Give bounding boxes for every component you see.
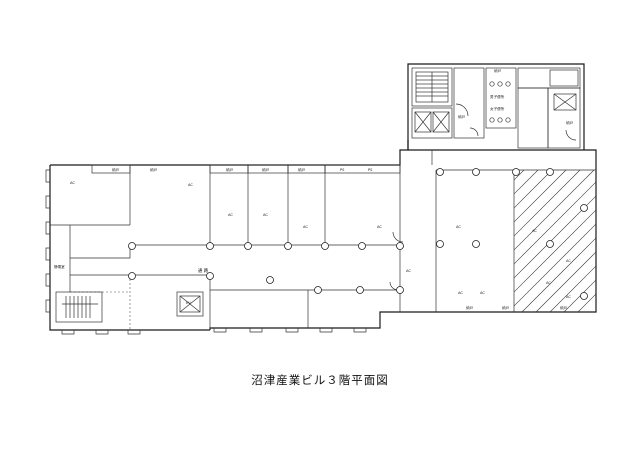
corridor-label: 通 路 bbox=[198, 267, 209, 274]
storage-label: 納戸 bbox=[112, 167, 120, 172]
ac-label: AC bbox=[566, 295, 571, 299]
outer-walls bbox=[45, 63, 597, 335]
storage-label: 納戸 bbox=[560, 305, 568, 310]
storage-label: 納戸 bbox=[458, 114, 466, 119]
plan-caption: 沼津産業ビル３階平面図 bbox=[251, 373, 389, 387]
storage-label: 納戸 bbox=[226, 167, 234, 172]
partitions-east bbox=[399, 150, 596, 312]
ev-label: EV bbox=[186, 301, 191, 305]
north-core bbox=[411, 67, 581, 149]
ac-label: AC bbox=[406, 269, 411, 273]
ac-label: AC bbox=[228, 213, 233, 217]
storage-label: 納戸 bbox=[150, 167, 158, 172]
storage-label: 納戸 bbox=[566, 120, 574, 125]
ac-label: AC bbox=[480, 291, 485, 295]
storage-label: 納戸 bbox=[494, 68, 502, 73]
storage-label: 納戸 bbox=[502, 305, 510, 310]
column-icon bbox=[128, 168, 588, 300]
partitions-west bbox=[50, 164, 401, 330]
ps-label: PS bbox=[368, 168, 373, 172]
ac-label: AC bbox=[546, 281, 551, 285]
ac-label: AC bbox=[70, 181, 75, 185]
elevator-icon bbox=[179, 93, 577, 313]
ac-label: AC bbox=[532, 229, 537, 233]
ac-label: AC bbox=[188, 183, 193, 187]
hatched-area bbox=[514, 170, 596, 312]
womens-wc-label: 女子便所 bbox=[490, 106, 505, 111]
ac-label: AC bbox=[263, 213, 268, 217]
storage-label: 納戸 bbox=[262, 167, 270, 172]
ac-label: AC bbox=[458, 291, 463, 295]
ac-label: AC bbox=[303, 225, 308, 229]
stair-icon-north bbox=[415, 71, 449, 103]
mens-wc-label: 男子便所 bbox=[490, 94, 505, 99]
storage-label: 納戸 bbox=[466, 305, 474, 310]
toilet-icon bbox=[489, 81, 511, 123]
ac-label: AC bbox=[456, 225, 461, 229]
stair-icon bbox=[62, 71, 449, 318]
ac-label: AC bbox=[377, 225, 382, 229]
room-labels: 納戸 納戸 納戸 納戸 納戸 PS PS 納戸 納戸 納戸 静電室 通 路 EV… bbox=[54, 68, 574, 310]
stair-icon-west bbox=[62, 296, 98, 318]
ac-label: AC bbox=[566, 259, 571, 263]
storage-label: 納戸 bbox=[298, 167, 306, 172]
ps-label: PS bbox=[340, 168, 345, 172]
switch-room-label: 静電室 bbox=[54, 264, 65, 269]
ac-labels: AC AC AC AC AC AC AC AC AC AC AC AC AC A… bbox=[70, 181, 571, 299]
